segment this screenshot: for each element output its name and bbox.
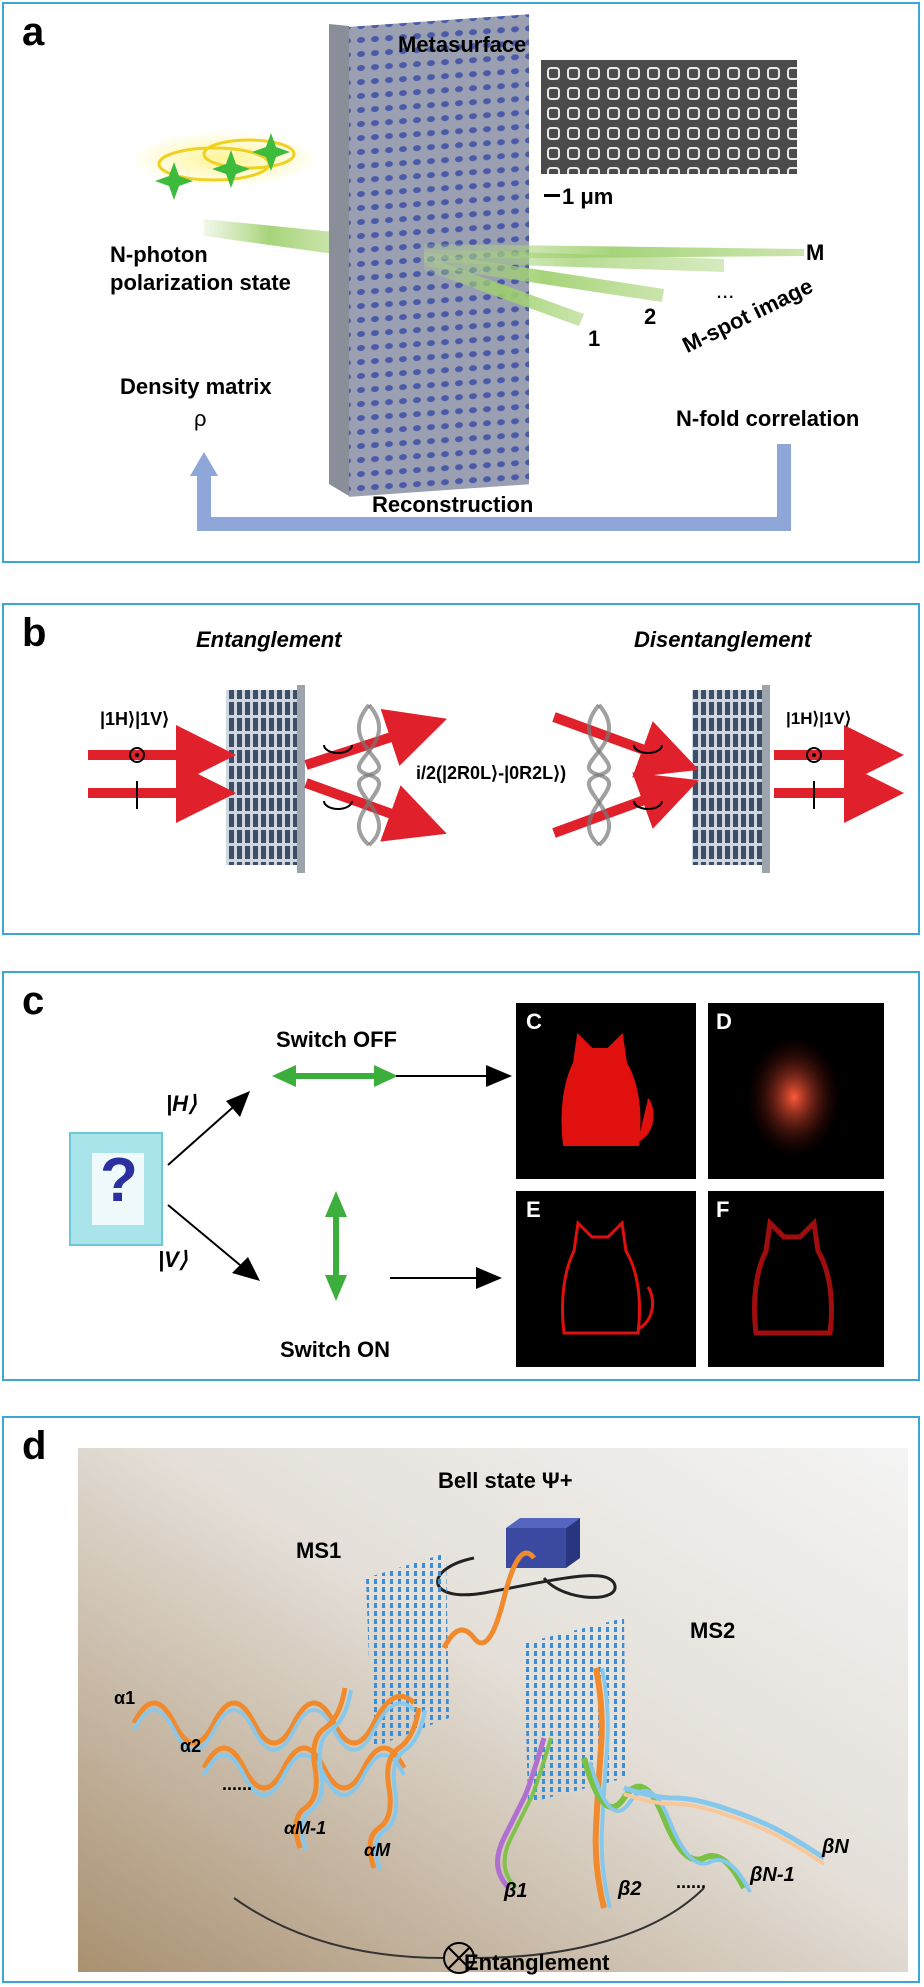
wave-alpha-m [367,1707,422,1869]
panel-a-label: a [22,10,45,54]
panel-d: d [2,1416,920,1983]
metasurface-label: Metasurface [398,32,527,57]
panel-d-illustration [78,1448,908,1974]
panel-c-label: c [22,979,45,1023]
beta-n-label: βN [822,1836,849,1858]
alpha-m-label: αM [364,1840,391,1860]
disentangle-beam-up [552,712,699,778]
reconstruction-label: Reconstruction [372,492,534,517]
wave-alpha-1 [131,1693,416,1746]
beta-n1-label: βN-1 [750,1864,795,1886]
spot-dots-label: ... [716,278,735,303]
panel-a-illustration [129,14,804,531]
entanglement-label: Entanglement [196,627,342,652]
panel-d-label: d [22,1424,47,1468]
wave-alpha-2 [201,1745,407,1791]
polarization-state-label: polarization state [110,270,291,295]
cat-f [752,1217,834,1336]
sem-image [541,60,797,174]
tile-e-label: E [526,1197,541,1222]
tile-f [708,1191,884,1367]
spot-1-label: 1 [588,326,601,351]
wave-beta-1 [495,1737,547,1890]
wave-beta-n [623,1785,826,1861]
ms2-label: MS2 [690,1618,736,1643]
v-state-label: |V⟩ [158,1247,188,1272]
bell-state-label: Bell state Ψ+ [438,1468,573,1493]
panel-c-illustration [69,1003,884,1367]
wave-alpha-m1 [293,1687,348,1849]
tile-f-label: F [716,1197,730,1222]
left-metasurface [226,690,298,865]
input-state-label: |1H⟩|1V⟩ [100,709,170,729]
scale-bar-label: 1 μm [562,184,614,209]
panel-b-illustration [88,685,904,873]
panel-d-background [78,1448,908,1972]
spot-m-label: M [806,240,825,265]
formula-label: i/2(|2R0L⟩-|0R2L⟩) [416,763,567,783]
tile-d-label: D [716,1009,732,1034]
tile-c-label: C [526,1009,542,1034]
metasurface-slab [329,24,349,496]
disentangle-beam-down [552,772,699,838]
tile-e [516,1191,696,1367]
scale-bar [544,194,560,197]
entanglement-bottom-label: Entanglement [464,1950,610,1975]
alpha-dots-label: ...... [222,1774,253,1794]
beam-1 [424,256,584,326]
spot-2-label: 2 [644,304,657,329]
switch-off-label: Switch OFF [276,1027,397,1052]
n-fold-correlation-label: N-fold correlation [676,406,860,431]
reconstruction-arrow [197,444,791,531]
density-matrix-label: Density matrix [120,374,272,399]
incoming-beam [204,219,334,254]
panel-b: b [2,603,920,935]
h-state-label: |H⟩ [166,1091,197,1116]
beta-2-label: β2 [618,1878,642,1900]
panel-b-label: b [22,611,47,655]
alpha-2-label: α2 [180,1736,202,1756]
ms1 [366,1553,449,1748]
rho-symbol: ρ [194,406,207,431]
sparkle-3 [252,133,290,171]
output-state-label: |1H⟩|1V⟩ [786,709,852,728]
question-mark: ? [100,1146,138,1215]
sparkle-1 [155,162,193,200]
beta-dots-label: ...... [676,1872,707,1892]
alpha-m1-label: αM-1 [284,1818,327,1838]
beam-2 [424,252,664,302]
beam-3 [424,249,724,272]
entanglement-otimes [443,1942,475,1974]
ms1-label: MS1 [296,1538,342,1563]
cat-d [746,1035,842,1159]
n-photon-label: N-photon [110,242,208,267]
sparkle-2 [212,150,250,188]
entanglement-arc [233,1887,705,1959]
cat-e [561,1219,655,1335]
disentanglement-label: Disentanglement [634,627,812,652]
alpha-1-label: α1 [114,1688,136,1708]
panel-a: a [2,2,920,563]
beta-1-label: β1 [504,1880,528,1902]
panel-c: c [2,971,920,1381]
right-metasurface [692,690,764,865]
cat-c [561,1032,654,1146]
switch-on-label: Switch ON [280,1337,391,1362]
